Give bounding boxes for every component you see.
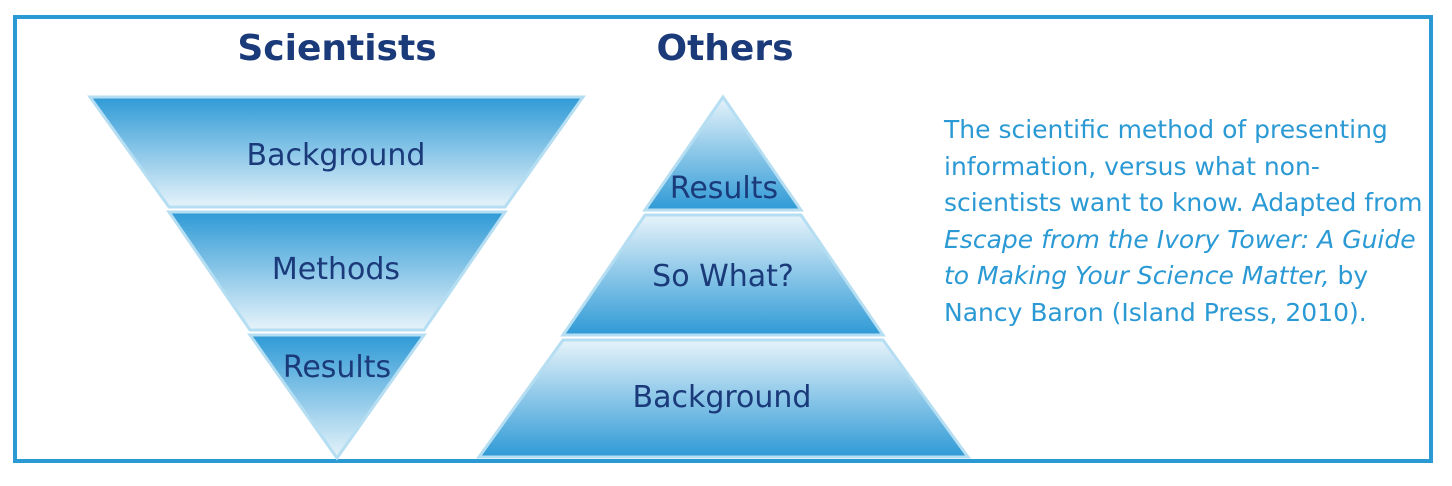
scientists-layer-methods [166, 210, 508, 332]
caption-book-title: Escape from the Ivory Tower: A Guide to … [944, 224, 1416, 291]
others-pyramid: Results So What? Background [476, 94, 971, 459]
others-layer-results [642, 94, 804, 212]
diagram-frame [13, 15, 1433, 463]
scientists-funnel: Background Methods Results [87, 95, 586, 461]
scientists-title: Scientists [237, 28, 437, 69]
scientists-label-results: Results [283, 350, 391, 385]
others-label-background: Background [633, 380, 812, 415]
scientists-label-background: Background [247, 138, 426, 173]
others-label-so-what: So What? [652, 259, 794, 294]
caption: The scientific method of presenting info… [944, 112, 1424, 331]
scientists-label-methods: Methods [272, 252, 400, 287]
caption-citation: by Nancy Baron (Island Press, 2010). [944, 261, 1369, 327]
others-label-results: Results [670, 171, 778, 206]
others-layer-so-what [560, 213, 886, 337]
scientists-layer-results [247, 333, 427, 461]
caption-text: The scientific method of presenting info… [944, 115, 1423, 217]
scientists-layer-background [87, 95, 586, 209]
others-layer-background [476, 338, 971, 459]
others-title: Others [656, 28, 794, 69]
